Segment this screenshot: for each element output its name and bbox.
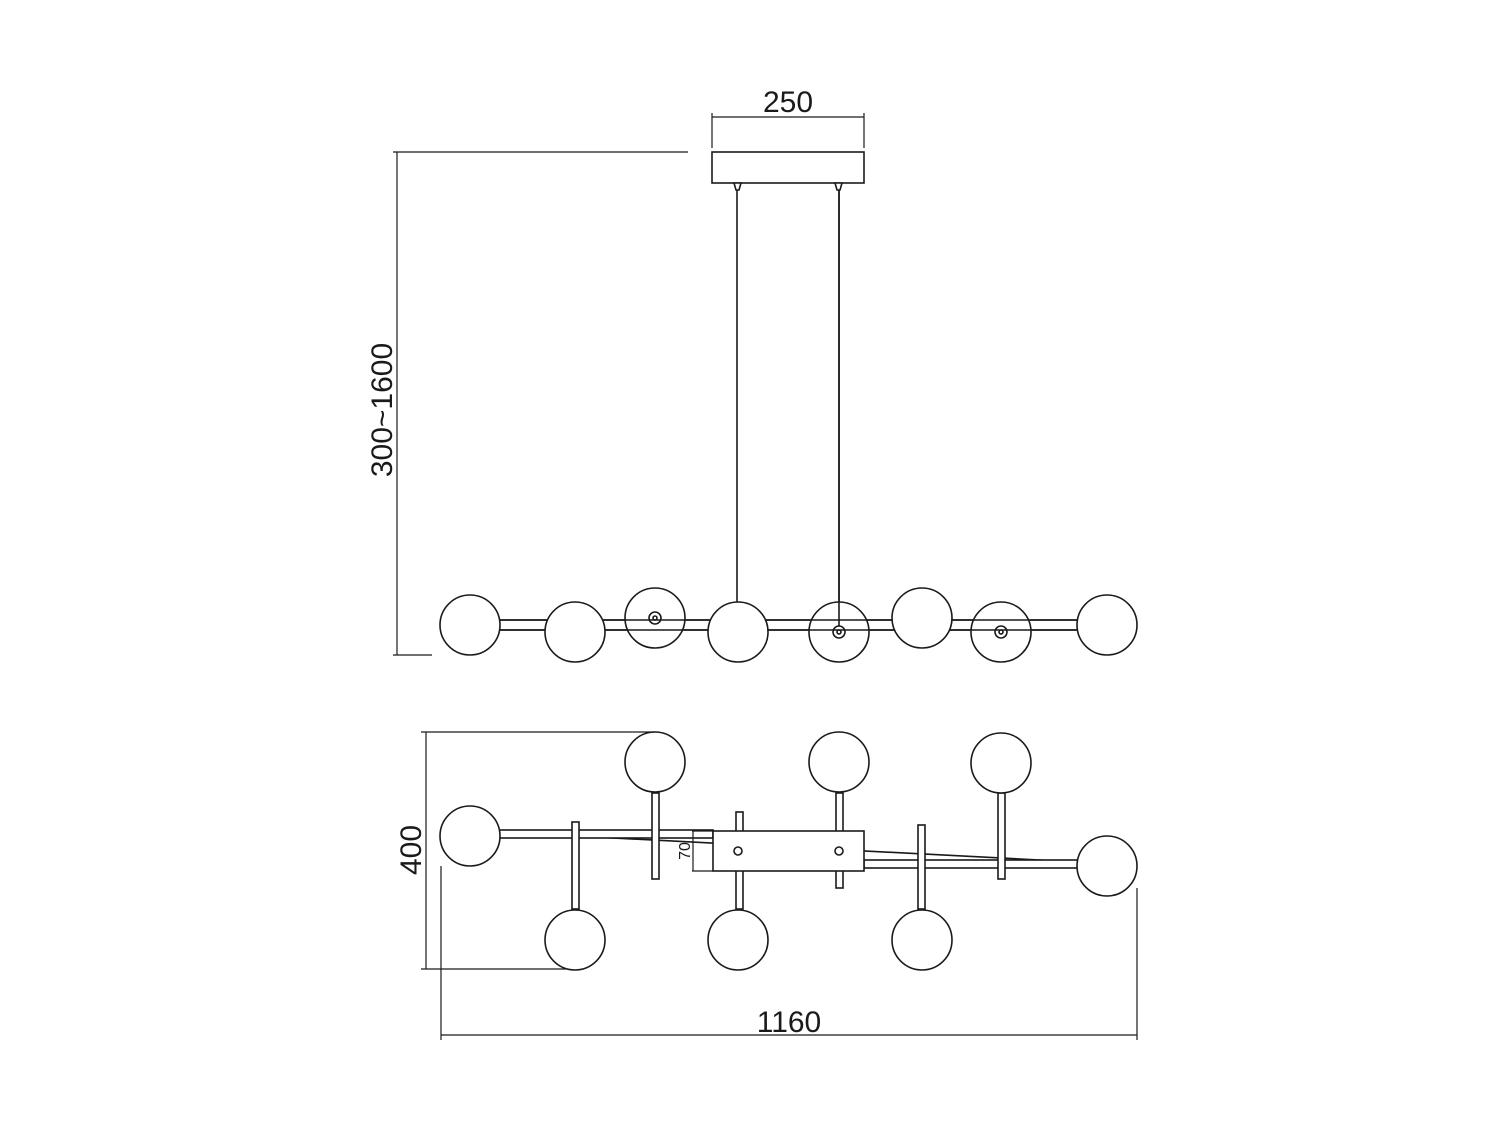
globe: [1076, 835, 1138, 897]
depth-dimension: 400: [395, 731, 655, 970]
drop-height-dimension: 300~1600: [366, 151, 688, 656]
cable-gripper-right: [833, 182, 844, 191]
globe: [544, 909, 606, 971]
canopy-width-dimension: 250: [711, 86, 865, 148]
rear-globes: [624, 587, 1032, 663]
cross-piece: [651, 792, 660, 880]
ceiling-canopy: [711, 151, 865, 184]
center-bar-height-dimension: 70: [677, 830, 713, 872]
globe: [624, 731, 686, 793]
side-elevation: 250 300~1600: [366, 86, 1138, 663]
globe: [808, 731, 870, 793]
front-globes: [439, 587, 1138, 663]
drop-height-label: 300~1600: [366, 343, 399, 477]
cross-piece: [917, 824, 926, 910]
globe: [970, 732, 1032, 794]
overall-length-dimension: 1160: [440, 866, 1138, 1040]
globe: [707, 601, 769, 663]
cable-gripper-left: [732, 182, 743, 191]
depth-label: 400: [395, 825, 428, 875]
plan-bar-right: [863, 859, 1079, 869]
plan-bar-left: [497, 829, 714, 839]
globe: [544, 601, 606, 663]
cross-piece: [997, 792, 1006, 880]
canopy-width-label: 250: [763, 86, 813, 119]
plan-globes: [439, 731, 1138, 971]
plan-view: 400 70: [395, 731, 1138, 1040]
globe: [707, 909, 769, 971]
globe: [439, 805, 501, 867]
globe: [439, 594, 501, 656]
center-bar-height-label: 70: [677, 842, 694, 860]
globe: [891, 909, 953, 971]
globe: [1076, 594, 1138, 656]
overall-length-label: 1160: [757, 1006, 822, 1039]
cross-piece: [571, 821, 580, 910]
globe: [891, 587, 953, 649]
